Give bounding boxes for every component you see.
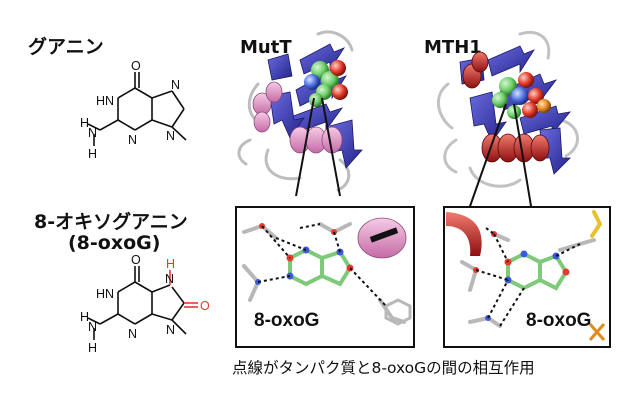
mth1-title: MTH1 <box>424 37 482 58</box>
guanine-atom-labels: O HN N N N H N H <box>80 59 180 161</box>
svg-text:O: O <box>131 253 141 267</box>
svg-text:N: N <box>166 323 175 337</box>
svg-text:N: N <box>128 133 137 147</box>
mutt-ligand-spheres <box>304 60 348 107</box>
oxo-highlight-bonds <box>169 270 198 308</box>
oxoguanine-atom-labels: O HN N N N H N H <box>80 253 175 355</box>
mutt-title: MutT <box>240 37 292 58</box>
figure-caption: 点線がタンパク質と8-oxoGの間の相互作用 <box>232 359 535 377</box>
oxoguanine-title: 8-オキソグアニン <box>34 211 188 233</box>
svg-text:H: H <box>88 341 97 355</box>
svg-text:O: O <box>200 299 210 313</box>
svg-text:N: N <box>171 78 180 92</box>
callout-lines <box>295 97 533 213</box>
svg-text:HN: HN <box>96 287 114 301</box>
mth1-protein-model <box>437 31 579 188</box>
svg-text:H: H <box>88 147 97 161</box>
svg-text:N: N <box>166 129 175 143</box>
svg-text:N: N <box>88 320 97 334</box>
svg-text:H: H <box>80 116 89 130</box>
oxo-highlight-labels: H O <box>166 257 210 313</box>
svg-text:HN: HN <box>96 94 114 108</box>
mutt-inset-label: 8-oxoG <box>254 310 319 331</box>
guanine-title: グアニン <box>28 36 104 58</box>
mth1-ligand-spheres <box>492 72 551 119</box>
mutt-protein-model <box>237 30 363 192</box>
mth1-inset-label: 8-oxoG <box>526 310 591 331</box>
svg-text:N: N <box>165 272 174 286</box>
guanine-structure <box>87 72 187 146</box>
mutt-binding-inset: 8-oxoG <box>235 206 415 348</box>
mth1-binding-inset: 8-oxoG <box>443 206 611 348</box>
svg-text:H: H <box>166 257 175 271</box>
oxoguanine-structure <box>87 266 187 340</box>
oxoguanine-abbreviation: (8-oxoG) <box>68 232 161 254</box>
svg-text:N: N <box>88 126 97 140</box>
svg-text:N: N <box>128 327 137 341</box>
svg-text:H: H <box>80 310 89 324</box>
svg-text:O: O <box>131 59 141 73</box>
